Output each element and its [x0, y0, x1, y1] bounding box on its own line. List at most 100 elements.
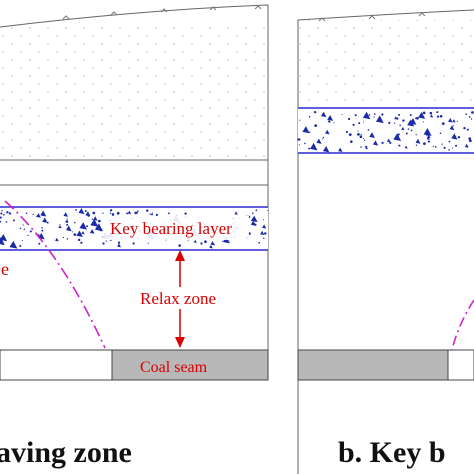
layer-particle — [327, 119, 331, 123]
layer-particle — [360, 146, 362, 148]
layer-particle — [262, 224, 267, 229]
layer-particle — [381, 141, 384, 145]
layer-particle — [348, 133, 352, 136]
surface-tick — [110, 11, 118, 16]
layer-particle — [357, 130, 359, 132]
layer-particle — [65, 225, 72, 232]
layer-particle — [19, 244, 22, 247]
layer-particle — [74, 222, 76, 224]
layer-particle — [369, 132, 375, 138]
layer-particle — [137, 210, 139, 213]
layer-particle — [439, 132, 442, 134]
layer-particle — [19, 227, 22, 230]
layer-particle — [448, 117, 453, 123]
surface-tick — [368, 15, 376, 20]
layer-particle — [345, 130, 348, 133]
layer-particle — [117, 241, 121, 244]
layer-particle — [415, 138, 421, 144]
layer-particle — [260, 230, 265, 236]
layer-particle — [91, 218, 94, 220]
layer-particle — [264, 232, 267, 235]
layer-particle — [32, 213, 34, 216]
layer-particle — [193, 239, 197, 244]
layer-particle — [297, 138, 300, 141]
layer-particle — [308, 115, 311, 118]
layer-particle — [471, 111, 474, 114]
layer-particle — [92, 211, 96, 215]
layer-particle — [310, 142, 318, 151]
key-bearing-layer-label: Key bearing layer — [110, 219, 232, 238]
layer-particle — [267, 210, 269, 212]
layer-particle — [448, 140, 451, 143]
layer-particle — [381, 113, 384, 116]
layer-particle — [468, 137, 472, 140]
layer-particle — [350, 140, 353, 143]
layer-particle — [263, 237, 265, 239]
layer-particle — [441, 122, 445, 125]
goaf-opening — [0, 349, 113, 381]
layer-particle — [313, 111, 317, 114]
layer-particle — [470, 118, 473, 120]
layer-particle — [151, 213, 153, 216]
layer-particle — [149, 213, 152, 215]
layer-particle — [468, 139, 472, 143]
layer-particle — [422, 121, 424, 123]
layer-particle — [416, 116, 419, 120]
layer-particle — [439, 114, 443, 118]
caving-arch-line-b — [451, 299, 474, 351]
layer-particle — [449, 125, 455, 131]
layer-particle — [22, 224, 24, 226]
surface-tick — [418, 12, 426, 17]
layer-particle — [363, 121, 365, 123]
layer-particle — [399, 124, 401, 127]
surface-tick — [62, 15, 70, 20]
goaf-opening-b — [447, 349, 474, 381]
coal-seam-label: Coal seam — [140, 359, 208, 376]
layer-particle — [250, 220, 256, 226]
layer-particle — [389, 141, 392, 144]
layer-particle — [146, 209, 149, 212]
layer-particle — [204, 240, 207, 244]
layer-particle — [147, 242, 149, 244]
layer-particle — [321, 138, 323, 140]
layer-particle — [77, 238, 81, 242]
layer-particle — [29, 230, 32, 233]
layer-particle — [362, 137, 364, 139]
layer-particle — [451, 133, 458, 140]
layer-particle — [213, 243, 215, 246]
layer-particle — [81, 231, 85, 235]
layer-particle — [338, 147, 343, 153]
surface-tick — [160, 8, 168, 13]
layer-particle — [441, 143, 443, 145]
panel-b — [297, 9, 474, 474]
layer-particle — [426, 134, 431, 139]
layer-particle — [452, 119, 456, 123]
layer-particle — [423, 128, 432, 136]
layer-particle — [58, 224, 62, 229]
layer-particle — [178, 244, 181, 247]
layer-particle — [222, 240, 224, 242]
layer-particle — [41, 213, 45, 217]
surface-tick — [254, 5, 262, 10]
layer-particle — [0, 220, 2, 223]
layer-particle — [405, 132, 408, 135]
layer-particle — [168, 212, 170, 215]
layer-particle — [42, 217, 48, 223]
layer-particle — [452, 125, 454, 127]
layer-particle — [372, 140, 379, 146]
layer-particle — [263, 219, 265, 221]
layer-particle — [89, 229, 95, 234]
layer-particle — [388, 121, 391, 124]
layer-particle — [327, 114, 334, 121]
layer-particle — [117, 243, 122, 248]
layer-particle — [1, 210, 3, 212]
layer-particle — [397, 133, 400, 136]
caving-arch-line — [4, 200, 106, 349]
layer-particle — [80, 241, 83, 244]
layer-particle — [21, 239, 23, 242]
layer-particle — [429, 111, 433, 115]
overburden-stratum — [0, 22, 268, 160]
layer-particle — [322, 136, 325, 139]
layer-particle — [409, 118, 417, 125]
